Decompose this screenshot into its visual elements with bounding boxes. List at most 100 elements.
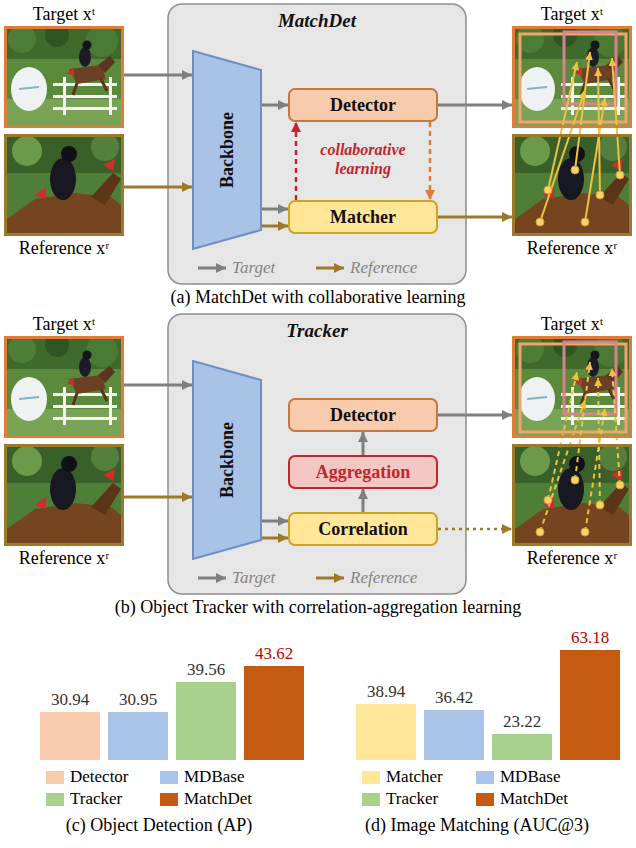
detector-box: Detector	[288, 398, 438, 432]
arrow-connector	[262, 537, 288, 540]
legend-text: Matcher	[386, 767, 443, 787]
module-label: Backbone	[216, 112, 238, 188]
legend-text: MDBase	[500, 767, 560, 787]
reference-image: Reference xʳ	[4, 444, 124, 546]
image-label: Reference xʳ	[0, 238, 151, 258]
bar-value: 39.56	[171, 660, 241, 680]
match-lines-dashed	[540, 362, 620, 532]
bar	[560, 650, 620, 760]
panel-title: MatchDet	[168, 10, 466, 32]
legend-swatch	[160, 771, 178, 784]
arrow-connector	[262, 104, 288, 107]
bar	[356, 704, 416, 760]
chart-title: (c) Object Detection (AP)	[0, 815, 318, 836]
legend-text: Target	[232, 258, 275, 278]
target-photo	[7, 23, 121, 125]
image-label: Target xᵗ	[0, 4, 151, 24]
target-output-image: Target xᵗ	[512, 26, 632, 128]
legend-text: Target	[232, 568, 275, 588]
bar-value: 38.94	[351, 682, 421, 702]
module-label: Detector	[330, 94, 396, 116]
arrow-connector	[438, 216, 512, 219]
bar	[176, 682, 236, 760]
subfigure-caption: (a) MatchDet with collaborative learning	[0, 287, 636, 308]
arrow-connector	[429, 122, 432, 200]
detection-boxes	[520, 32, 626, 432]
aggregation-box: Aggregation	[288, 455, 438, 489]
target-image: Target xᵗ	[4, 336, 124, 438]
reference-image: Reference xʳ	[4, 134, 124, 236]
image-label: Reference xʳ	[485, 238, 636, 258]
legend-swatch	[362, 793, 380, 806]
annotation-text: collaborative learning	[304, 140, 422, 178]
reference-photo	[515, 443, 629, 543]
reference-photo	[515, 133, 629, 233]
reference-output-image: Reference xʳ	[512, 134, 632, 236]
bar	[424, 710, 484, 760]
model-panel: TrackerBackbone DetectorAggregationCorrel…	[168, 314, 466, 594]
backbone-trapezoid: Backbone	[192, 50, 262, 250]
module-label: Backbone	[216, 422, 238, 498]
arrow-connector	[438, 414, 512, 417]
bar	[492, 734, 552, 760]
panel-ground	[168, 4, 466, 284]
bar-value: 36.42	[419, 688, 489, 708]
legend-text: MatchDet	[184, 789, 252, 809]
image-label: Reference xʳ	[0, 548, 151, 568]
target-image: Target xᵗ	[4, 26, 124, 128]
match-lines	[540, 52, 620, 222]
chart-title: (d) Image Matching (AUC@3)	[318, 815, 636, 836]
target-photo	[7, 333, 121, 435]
legend-text: Detector	[70, 767, 129, 787]
arrow-connector	[438, 528, 512, 531]
legend-swatch	[160, 793, 178, 806]
image-label: Target xᵗ	[0, 314, 151, 334]
module-label: Correlation	[318, 518, 408, 540]
bar-value: 23.22	[487, 712, 557, 732]
image-label: Target xᵗ	[485, 314, 636, 334]
arrow-connector	[124, 496, 192, 499]
subfigure-caption: (b) Object Tracker with correlation-aggr…	[0, 597, 636, 618]
bar	[108, 712, 168, 760]
module-label: Detector	[330, 404, 396, 426]
legend-text: Reference	[350, 258, 417, 278]
arrow-connector	[438, 104, 512, 107]
reference-photo	[7, 133, 121, 233]
panel-ground	[168, 314, 466, 594]
legend-text: Reference	[350, 568, 417, 588]
model-panel: MatchDetBackbone DetectorMatcher	[168, 4, 466, 284]
legend-swatch	[46, 793, 64, 806]
bar-value: 43.62	[239, 644, 309, 664]
legend-text: Tracker	[70, 789, 122, 809]
legend-text: MatchDet	[500, 789, 568, 809]
arrow-connector	[362, 432, 365, 455]
arrow-connector	[295, 122, 298, 200]
legend-swatch	[476, 793, 494, 806]
module-label: Aggregation	[316, 461, 411, 483]
target-photo	[515, 23, 629, 125]
image-label: Reference xʳ	[485, 548, 636, 568]
legend-swatch	[476, 771, 494, 784]
bar	[40, 712, 100, 760]
arrow-connector	[124, 384, 192, 387]
backbone-trapezoid: Backbone	[192, 360, 262, 560]
module-label: Matcher	[330, 206, 396, 228]
matcher-box: Matcher	[288, 200, 438, 234]
keypoint-dots	[536, 166, 624, 536]
legend-text: Tracker	[386, 789, 438, 809]
arrow-connector	[124, 186, 192, 189]
target-output-image: Target xᵗ	[512, 336, 632, 438]
bar-value: 30.95	[103, 690, 173, 710]
legend-text: MDBase	[184, 767, 244, 787]
bar-value: 30.94	[35, 690, 105, 710]
correlation-box: Correlation	[288, 512, 438, 546]
legend-swatch	[362, 771, 380, 784]
legend-swatch	[46, 771, 64, 784]
reference-photo	[7, 443, 121, 543]
arrow-connector	[362, 489, 365, 512]
reference-output-image: Reference xʳ	[512, 444, 632, 546]
image-label: Target xᵗ	[485, 4, 636, 24]
panel-title: Tracker	[168, 320, 466, 342]
bar	[244, 666, 304, 760]
